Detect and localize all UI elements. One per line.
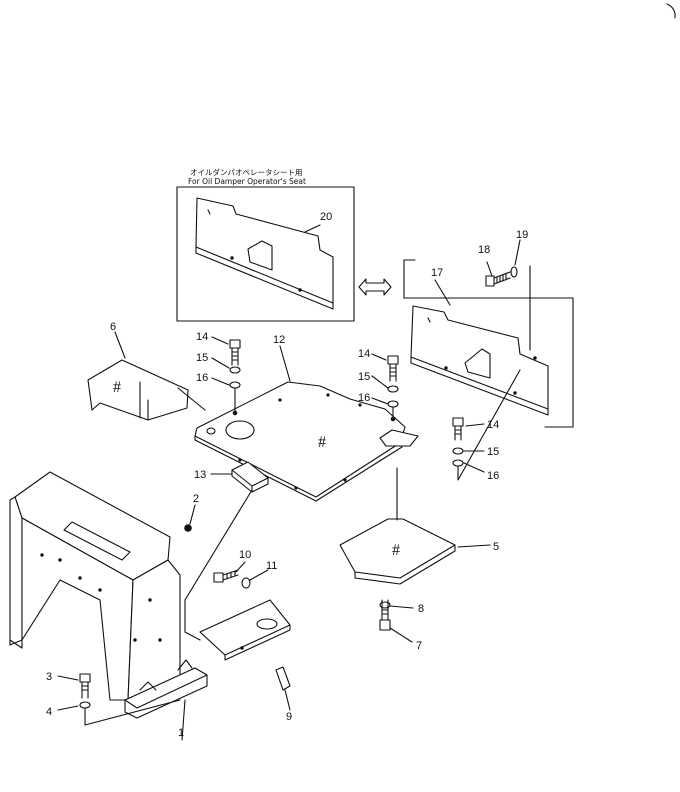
leader-5	[457, 544, 491, 548]
leader-1	[181, 699, 186, 741]
bolt-7-washer-8	[379, 599, 414, 643]
leader-20	[304, 224, 321, 233]
bolt-18	[485, 261, 511, 287]
part-2-grommet	[184, 504, 196, 532]
part-1-rails	[124, 599, 291, 741]
part-5-cover: #	[339, 467, 491, 585]
leader-6-plate	[177, 387, 206, 411]
callout-9: 9	[286, 711, 292, 723]
callout-16-right: 16	[487, 470, 499, 482]
bolt-stack-center	[371, 353, 399, 422]
leader-17	[434, 279, 451, 306]
bolt-10-washer-11	[213, 561, 269, 589]
callout-2: 2	[193, 493, 199, 505]
leader-9	[284, 689, 291, 711]
callout-3: 3	[46, 671, 52, 683]
callout-19: 19	[516, 229, 528, 241]
bolt-stack-right	[452, 369, 521, 481]
corner-mark	[666, 3, 676, 19]
part-6-cover: #	[87, 331, 189, 421]
callout-15-right: 15	[487, 446, 499, 458]
bolt-3-washer-4	[57, 673, 181, 726]
callout-6: 6	[110, 321, 116, 333]
inset-caption-jp: オイルダンパオペレータシート用	[190, 167, 303, 177]
part-17-cover	[410, 305, 549, 410]
callout-17: 17	[431, 267, 443, 279]
double-arrow	[358, 278, 392, 296]
callout-14-right: 14	[487, 419, 499, 431]
callout-15-left: 15	[196, 352, 208, 364]
part-9-clip	[275, 666, 291, 711]
washer-19	[510, 239, 521, 278]
wire-leader	[184, 489, 253, 641]
callout-16-left: 16	[196, 372, 208, 384]
callout-14-left: 14	[196, 331, 208, 343]
callout-13: 13	[194, 469, 206, 481]
callout-8: 8	[418, 603, 424, 615]
leader-2	[189, 504, 196, 525]
callout-11: 11	[266, 560, 277, 572]
hash-mark-5: #	[392, 542, 400, 559]
callout-7: 7	[416, 640, 422, 652]
part-13-clip	[210, 461, 269, 493]
callout-labels: 1 2 3 4 5 6 7 8 9 10 11 12 13 14 15 16 1…	[46, 211, 528, 739]
callout-12: 12	[273, 334, 285, 346]
hash-mark-6: #	[113, 379, 121, 396]
callout-16-center: 16	[358, 392, 370, 404]
callout-10: 10	[239, 549, 251, 561]
callout-1: 1	[178, 727, 184, 739]
inset-frame	[176, 186, 355, 322]
callout-5: 5	[493, 541, 499, 553]
callout-4: 4	[46, 706, 52, 718]
bracket-top-left	[403, 259, 416, 299]
inset-box: オイルダンパオペレータシート用 For Oil Damper Operator'…	[176, 167, 355, 322]
part-12-plate: #	[177, 345, 419, 502]
hash-mark-12: #	[318, 434, 326, 451]
leader-19	[514, 239, 521, 266]
inset-caption-en: For Oil Damper Operator's Seat	[188, 177, 306, 186]
callout-18: 18	[478, 244, 490, 256]
leader-18	[486, 261, 493, 277]
part-1-housing	[9, 471, 181, 701]
bracket-outline	[403, 297, 574, 428]
part-17-group	[403, 259, 574, 428]
leader-12	[279, 345, 291, 382]
callout-20: 20	[320, 211, 332, 223]
callout-14-center: 14	[358, 348, 370, 360]
bolt-stack-left	[211, 336, 241, 416]
callout-15-center: 15	[358, 371, 370, 383]
part-20-cover	[195, 197, 334, 310]
leader-6	[114, 331, 126, 359]
